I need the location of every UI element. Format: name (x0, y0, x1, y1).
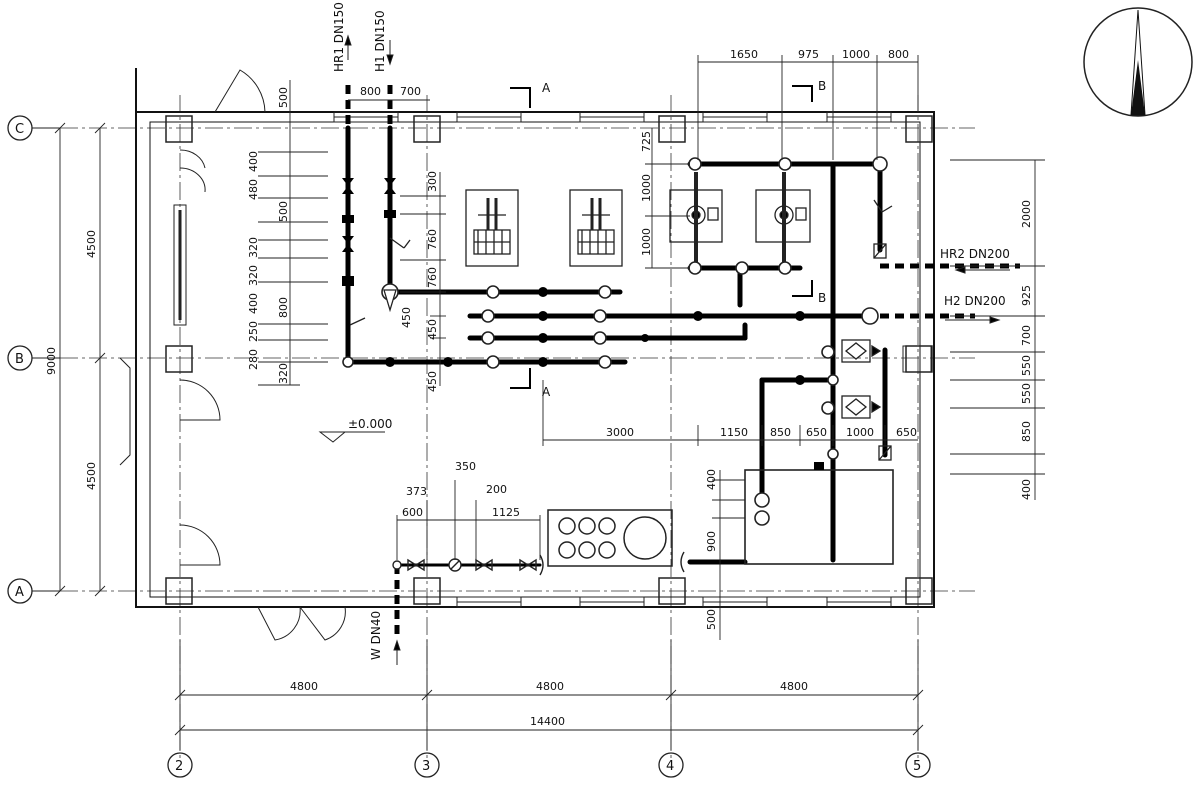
dim-mid-450b: 450 (426, 319, 439, 340)
dim-500-top: 500 (277, 87, 290, 108)
pipe-label-h2: H2 DN200 (944, 294, 1006, 308)
dim-mid-300: 300 (426, 171, 439, 192)
dim-left-480: 480 (247, 179, 260, 200)
elevation-label: ±0.000 (348, 417, 392, 431)
pipe-label-hr2: HR2 DN200 (940, 247, 1010, 261)
section-b-top: B (818, 79, 826, 93)
dim-650a: 650 (806, 426, 827, 439)
dim-bay-4-5: 4800 (780, 680, 808, 693)
dim-600: 600 (402, 506, 423, 519)
section-a-top: A (542, 81, 551, 95)
dim-200: 200 (486, 483, 507, 496)
pipe-label-h1: H1 DN150 (373, 10, 387, 72)
dim-bay-2-3: 4800 (290, 680, 318, 693)
dim-left-250: 250 (247, 321, 260, 342)
axis-row-b: B (15, 352, 24, 367)
dim-1125: 1125 (492, 506, 520, 519)
dim-mid-760b: 760 (426, 267, 439, 288)
section-a-bottom: A (542, 385, 551, 399)
axis-row-c: C (15, 122, 24, 137)
circulation-pump-1 (669, 172, 723, 262)
dim-left-bottom: 4500 (85, 462, 98, 490)
heat-exchanger-2 (569, 189, 623, 267)
dim-left-320a: 320 (247, 237, 260, 258)
dim-right-700: 700 (1020, 325, 1033, 346)
dim-bay-3-4: 4800 (536, 680, 564, 693)
makeup-pump-1 (841, 339, 882, 363)
building-walls (119, 68, 935, 641)
water-softener (547, 509, 673, 567)
axis-col-4: 4 (666, 759, 674, 774)
dim-total-depth: 9000 (45, 347, 58, 375)
dim-right-400: 400 (1020, 479, 1033, 500)
axis-col-5: 5 (913, 759, 921, 774)
dim-left-320b: 320 (247, 265, 260, 286)
dim-800-right: 800 (888, 48, 909, 61)
dim-975: 975 (798, 48, 819, 61)
pipe-label-w: W DN40 (369, 611, 383, 660)
dim-850: 850 (770, 426, 791, 439)
dim-left-400: 400 (247, 151, 260, 172)
section-markers: A A B B (510, 79, 826, 399)
dim-1150: 1150 (720, 426, 748, 439)
dimension-lines (54, 55, 1045, 750)
dim-mid-760a: 760 (426, 229, 439, 250)
dim-right-925: 925 (1020, 285, 1033, 306)
dim-1000-top: 1000 (842, 48, 870, 61)
dim-373: 373 (406, 485, 427, 498)
dim-right-550b: 550 (1020, 383, 1033, 404)
dim-tank-500: 500 (705, 609, 718, 630)
dimension-texts: 4800 4800 4800 14400 4500 4500 9000 800 … (45, 48, 1033, 728)
pipe-label-hr1: HR1 DN150 (332, 2, 346, 72)
dim-mid-450a: 450 (400, 307, 413, 328)
north-arrow-icon (1083, 7, 1193, 117)
dim-left-320c: 320 (277, 363, 290, 384)
axis-col-2: 2 (175, 759, 183, 774)
dim-800-top: 800 (360, 85, 381, 98)
elevation-mark: ±0.000 (318, 417, 392, 443)
dim-mid-450c: 450 (426, 371, 439, 392)
equipment (349, 172, 932, 567)
dim-left-top: 4500 (85, 230, 98, 258)
dim-725: 725 (640, 131, 653, 152)
dim-tank-900: 900 (705, 531, 718, 552)
section-b-bottom: B (818, 291, 826, 305)
dim-1000-pump-a: 1000 (640, 174, 653, 202)
dim-3000: 3000 (606, 426, 634, 439)
dim-700-top: 700 (400, 85, 421, 98)
circulation-pump-2 (755, 172, 811, 262)
dim-1000-mid: 1000 (846, 426, 874, 439)
dim-tank-400: 400 (705, 469, 718, 490)
dim-right-850: 850 (1020, 421, 1033, 442)
dim-left-280: 280 (247, 349, 260, 370)
dim-total-width: 14400 (530, 715, 565, 728)
axis-bubbles: C B A 2 3 4 5 (7, 115, 931, 778)
dim-left-800: 800 (277, 297, 290, 318)
heat-exchanger-1 (465, 189, 519, 267)
makeup-pump-2 (841, 395, 882, 419)
axis-col-3: 3 (422, 759, 430, 774)
dim-left-400b: 400 (247, 293, 260, 314)
dim-650b: 650 (896, 426, 917, 439)
dim-right-2000: 2000 (1020, 200, 1033, 228)
dim-350: 350 (455, 460, 476, 473)
dim-right-550a: 550 (1020, 355, 1033, 376)
dim-1000-pump-b: 1000 (640, 228, 653, 256)
pipe-labels: HR1 DN150 H1 DN150 HR2 DN200 H2 DN200 W … (332, 2, 1010, 665)
dim-left-500: 500 (277, 201, 290, 222)
axis-row-a: A (15, 585, 24, 600)
dim-1650: 1650 (730, 48, 758, 61)
